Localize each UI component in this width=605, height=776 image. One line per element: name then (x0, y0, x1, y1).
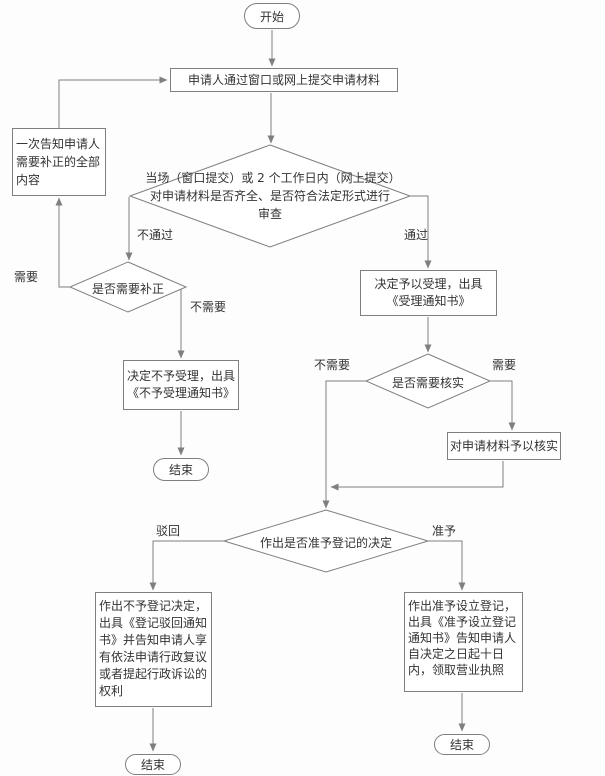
reject-accept-label: 决定不予受理，出具《不予受理通知书》 (126, 369, 235, 400)
edge-verify-no-to-decision (322, 380, 366, 509)
reject-accept-node: 决定不予受理，出具《不予受理通知书》 (123, 360, 239, 410)
edge-verify-yes (490, 380, 516, 431)
start-label: 开始 (259, 9, 284, 24)
deny-node: 作出不予登记决定，出具《登记驳回通知书》并告知申请人享有依法申请行政复议或者提起… (95, 592, 212, 707)
end-approve-label: 结束 (449, 738, 474, 752)
edge-label-pass: 通过 (404, 228, 429, 242)
review-diamond-shape (128, 144, 412, 248)
submit-node: 申请人通过窗口或网上提交申请材料 (170, 68, 398, 92)
approve-label: 作出准予设立登记，出具《准予设立登记通知书》告知申请人自决定之日起十日内，领取营… (408, 599, 517, 677)
need-correction-diamond-label: 是否需要补正 (91, 282, 164, 296)
edge-label-rejected: 驳回 (156, 524, 181, 538)
end-approve-node: 结束 (434, 734, 490, 755)
approve-node: 作出准予设立登记，出具《准予设立登记通知书》告知申请人自决定之日起十日内，领取营… (404, 592, 523, 692)
start-node: 开始 (244, 3, 300, 29)
edge-label-need-fix: 需要 (14, 270, 39, 284)
verify-action-node: 对申请材料予以核实 (447, 432, 561, 460)
correction-notice-label: 一次告知申请人需要补正的全部内容 (16, 137, 101, 187)
verify-diamond-shape (364, 353, 492, 409)
edge-correction-back (58, 76, 168, 128)
edge-review-pass (410, 195, 432, 269)
edge-needfix-yes (55, 197, 70, 288)
edge-label-no-need-fix: 不需要 (190, 300, 227, 314)
accept-label: 决定予以受理，出具《受理通知书》 (374, 277, 483, 308)
edge-label-need-verify: 需要 (492, 358, 517, 372)
verify-action-label: 对申请材料予以核实 (449, 438, 558, 453)
decision-diamond-shape (222, 509, 430, 573)
correction-notice-node: 一次告知申请人需要补正的全部内容 (12, 128, 106, 196)
edge-label-fail: 不通过 (137, 228, 174, 242)
decision-diamond-label: 作出是否准予登记的决定 (259, 536, 392, 550)
edge-decision-grant (428, 540, 466, 591)
end-reject-label: 结束 (168, 463, 193, 477)
edge-label-granted: 准予 (432, 524, 457, 538)
deny-label: 作出不予登记决定，出具《登记驳回通知书》并告知申请人享有依法申请行政复议或者提起… (99, 599, 208, 698)
accept-node: 决定予以受理，出具《受理通知书》 (360, 270, 497, 316)
edge-decision-reject (149, 540, 224, 591)
edge-verifyaction-join (330, 461, 504, 491)
review-diamond-label: 当场（窗口提交）或 2 个工作日内（网上提交）对申请材料是否齐全、是否符合法定形… (145, 171, 395, 221)
need-correction-diamond-shape (68, 261, 188, 313)
edge-label-no-need-verify: 不需要 (314, 358, 351, 372)
submit-label: 申请人通过窗口或网上提交申请材料 (187, 72, 380, 87)
verify-diamond-label: 是否需要核实 (391, 376, 464, 390)
end-reject-node: 结束 (153, 458, 209, 481)
end-deny-node: 结束 (125, 754, 181, 775)
end-deny-label: 结束 (140, 758, 165, 772)
